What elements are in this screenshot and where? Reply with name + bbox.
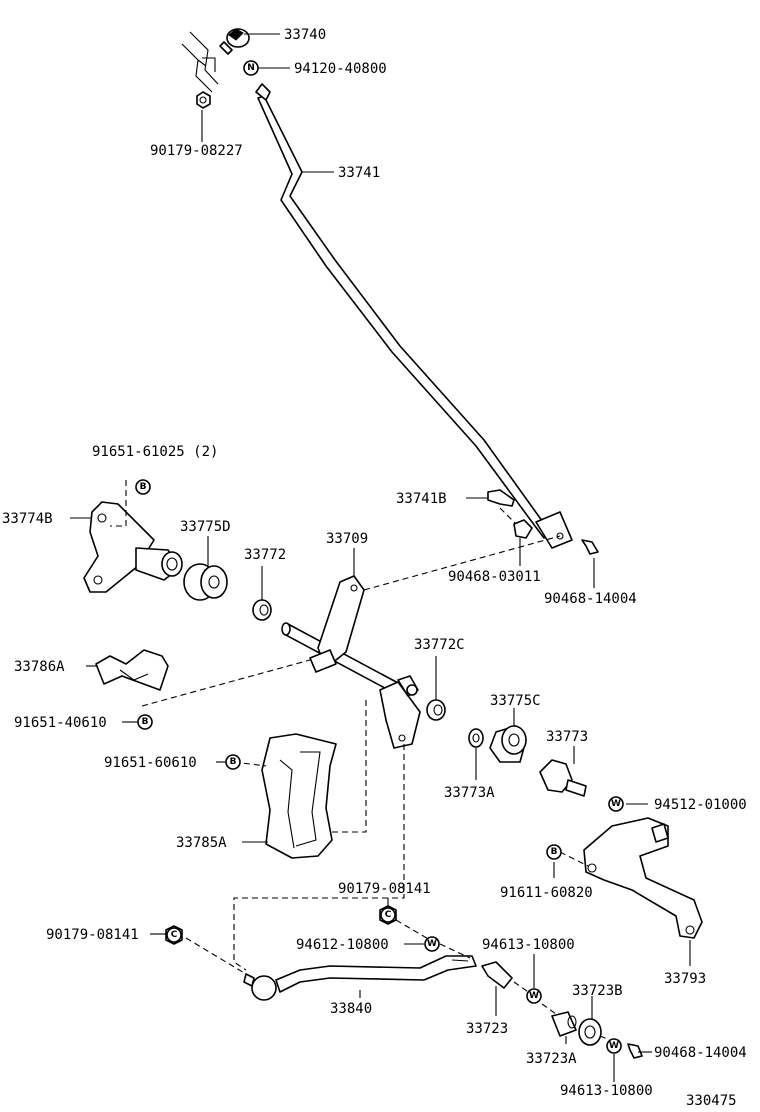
label-90179-08227: 90179-08227 xyxy=(150,143,243,159)
bushing-33723B-drawing xyxy=(578,1018,602,1046)
pin-33723-drawing xyxy=(481,961,513,989)
part-labels: 33740 94120-40800 90179-08227 33741 9165… xyxy=(2,27,747,1109)
label-90468-14004-lower: 90468-14004 xyxy=(654,1045,747,1061)
bolt-33741B-drawing xyxy=(487,489,515,507)
badge-w-94512: W xyxy=(608,796,624,812)
label-33773: 33773 xyxy=(546,729,588,745)
badge-w-94613-upper: W xyxy=(526,988,542,1004)
bushing-33772-drawing xyxy=(252,599,272,621)
nut-90468-03011-drawing xyxy=(513,519,533,539)
svg-text:B: B xyxy=(142,717,149,727)
badge-b-91651-60610: B xyxy=(225,754,241,770)
svg-text:B: B xyxy=(551,847,558,857)
label-33709: 33709 xyxy=(326,531,368,547)
label-33773A: 33773A xyxy=(444,785,495,801)
catalog-number: 330475 xyxy=(686,1093,737,1109)
label-33775C: 33775C xyxy=(490,693,541,709)
badge-c-90179-left: C xyxy=(166,927,182,943)
bushing-33772C-drawing xyxy=(426,699,446,721)
svg-text:B: B xyxy=(140,482,147,492)
label-90468-14004-upper: 90468-14004 xyxy=(544,591,637,607)
bracket-33774B-drawing xyxy=(83,501,183,593)
label-91651-40610: 91651-40610 xyxy=(14,715,107,731)
sleeve-33723A-drawing xyxy=(551,1011,577,1037)
label-33785A: 33785A xyxy=(176,835,227,851)
label-90468-03011: 90468-03011 xyxy=(448,569,541,585)
badge-w-94613-lower: W xyxy=(606,1038,622,1054)
label-91651-61025: 91651-61025 (2) xyxy=(92,444,218,460)
badge-n-94120: N xyxy=(243,60,259,76)
label-33723: 33723 xyxy=(466,1021,508,1037)
washer-33773A-drawing xyxy=(468,728,484,748)
label-94120-40800: 94120-40800 xyxy=(294,61,387,77)
rod-33840-drawing xyxy=(243,955,477,1001)
label-33774B: 33774B xyxy=(2,511,53,527)
upper-bracket-drawing xyxy=(181,31,219,93)
svg-text:C: C xyxy=(171,930,178,940)
svg-text:W: W xyxy=(609,1041,619,1051)
badge-b-91651-61025: B xyxy=(135,479,151,495)
label-33772C: 33772C xyxy=(414,637,465,653)
label-94512-01000: 94512-01000 xyxy=(654,797,747,813)
label-91611-60820: 91611-60820 xyxy=(500,885,593,901)
badge-c-90179-right: C xyxy=(380,907,396,923)
label-33772: 33772 xyxy=(244,547,286,563)
label-91651-60610: 91651-60610 xyxy=(104,755,197,771)
svg-text:B: B xyxy=(230,757,237,767)
label-94612-10800: 94612-10800 xyxy=(296,937,389,953)
clip-90468-14004-upper-drawing xyxy=(581,539,599,555)
label-33775D: 33775D xyxy=(180,519,231,535)
leader-lines xyxy=(70,33,691,1082)
label-90179-08141-left: 90179-08141 xyxy=(46,927,139,943)
label-33723A: 33723A xyxy=(526,1051,577,1067)
badge-b-91611: B xyxy=(546,844,562,860)
nut-90179-08227-drawing xyxy=(196,91,211,109)
clip-90468-14004-lower-drawing xyxy=(627,1043,643,1059)
label-90179-08141-right: 90179-08141 xyxy=(338,881,431,897)
bushing-33773-drawing xyxy=(539,759,587,797)
guard-33785A-drawing xyxy=(261,733,337,859)
label-33740: 33740 xyxy=(284,27,326,43)
badge-w-94612: W xyxy=(424,936,440,952)
svg-text:W: W xyxy=(427,939,437,949)
bushing-33775C-drawing xyxy=(489,725,527,763)
svg-text:C: C xyxy=(385,910,392,920)
bracket-33793-drawing xyxy=(583,817,703,939)
label-33786A: 33786A xyxy=(14,659,65,675)
label-33793: 33793 xyxy=(664,971,706,987)
shift-rod-33741-drawing xyxy=(255,83,573,549)
badge-b-91651-40610: B xyxy=(137,714,153,730)
label-33741: 33741 xyxy=(338,165,380,181)
label-33741B: 33741B xyxy=(396,491,447,507)
svg-text:W: W xyxy=(529,991,539,1001)
svg-text:N: N xyxy=(247,63,255,73)
shaft-33709-drawing xyxy=(281,575,421,749)
label-33840: 33840 xyxy=(330,1001,372,1017)
label-94613-10800-upper: 94613-10800 xyxy=(482,937,575,953)
label-33723B: 33723B xyxy=(572,983,623,999)
knob-drawing xyxy=(219,28,250,55)
bushing-33775D-drawing xyxy=(183,563,228,601)
svg-text:W: W xyxy=(611,799,621,809)
boot-33786A-drawing xyxy=(95,649,169,691)
label-94613-10800-lower: 94613-10800 xyxy=(560,1083,653,1099)
